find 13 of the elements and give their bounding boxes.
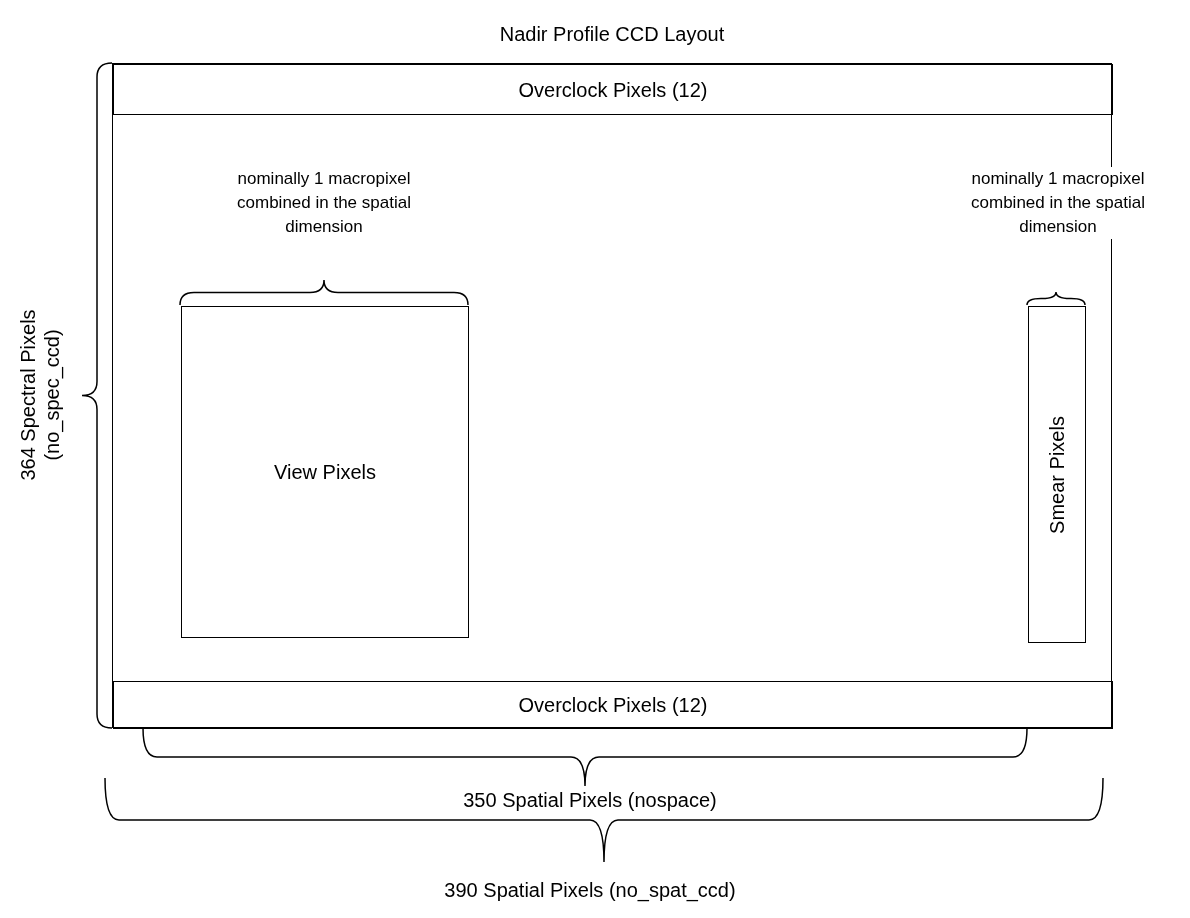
overclock-band	[113, 64, 1113, 115]
region-label: Overclock Pixels (12)	[518, 693, 708, 717]
smear-region	[1028, 306, 1086, 643]
region-label: View Pixels	[274, 460, 376, 484]
overclock-band	[113, 681, 1113, 729]
dimension-label: 390 Spatial Pixels (no_spat_ccd)	[443, 878, 737, 902]
dimension-label: 350 Spatial Pixels (nospace)	[462, 788, 718, 812]
annotation-text: nominally 1 macropixel combined in the spatial dimension	[236, 168, 412, 238]
dimension-label: 364 Spectral Pixels (no_spec_ccd)	[16, 308, 64, 483]
diagram-title: Nadir Profile CCD Layout	[499, 22, 725, 46]
region-label: Smear Pixels	[1045, 415, 1069, 534]
view-region	[181, 306, 469, 638]
region-label: Overclock Pixels (12)	[518, 78, 708, 101]
